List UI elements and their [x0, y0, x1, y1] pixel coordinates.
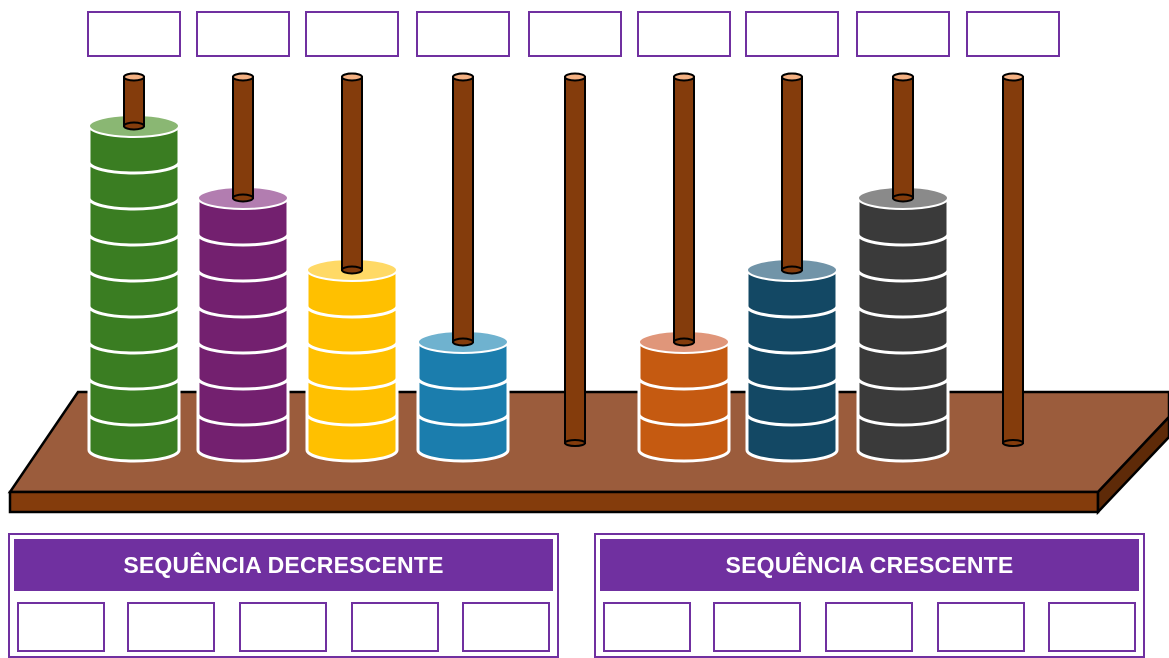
rod-hole [673, 337, 695, 347]
gray-bead-icon [856, 268, 950, 319]
rod-shaft-visible [232, 76, 254, 199]
decreasing-slot-1[interactable] [17, 602, 105, 652]
purple-bead-icon [196, 376, 290, 427]
purple-bead-icon [196, 232, 290, 283]
rod-shaft-visible [341, 76, 363, 271]
abacus-base-top [7, 390, 1169, 494]
rod-cap [673, 72, 695, 82]
answer-box-6[interactable] [637, 11, 731, 57]
rod-shaft-visible [892, 76, 914, 199]
rod-hole [341, 265, 363, 275]
answer-box-8[interactable] [856, 11, 950, 57]
green-bead-icon [87, 340, 181, 391]
green-bead-icon [87, 160, 181, 211]
rod-cap [564, 72, 586, 82]
rod-base [1002, 439, 1024, 447]
gray-bead-icon [856, 376, 950, 427]
rod-cap [452, 72, 474, 82]
rod-shaft-visible [781, 76, 803, 271]
orange-bead-icon [637, 412, 731, 463]
rod-shaft-visible [123, 76, 145, 127]
yellow-bead-icon [305, 304, 399, 355]
increasing-slot-2[interactable] [713, 602, 801, 652]
rod-hole [781, 265, 803, 275]
answer-box-1[interactable] [87, 11, 181, 57]
rod-9 [1002, 72, 1024, 447]
increasing-slot-4[interactable] [937, 602, 1025, 652]
increasing-slot-5[interactable] [1048, 602, 1136, 652]
rod-hole [123, 121, 145, 131]
decreasing-slot-3[interactable] [239, 602, 327, 652]
rod-hole [452, 337, 474, 347]
rod-5 [564, 72, 586, 447]
blue-bead-icon [416, 376, 510, 427]
gray-bead-icon [856, 186, 950, 247]
rod-1 [87, 72, 181, 463]
rod-6 [637, 72, 731, 463]
decreasing-sequence-title: SEQUÊNCIA DECRESCENTE [14, 539, 553, 591]
navy-bead-icon [745, 412, 839, 463]
rod-cap [341, 72, 363, 82]
gray-bead-icon [856, 412, 950, 463]
decreasing-sequence-panel: SEQUÊNCIA DECRESCENTE [8, 533, 559, 658]
answer-box-7[interactable] [745, 11, 839, 57]
rod-hole [232, 193, 254, 203]
answer-box-2[interactable] [196, 11, 290, 57]
rod-cap [232, 72, 254, 82]
answer-box-5[interactable] [528, 11, 622, 57]
yellow-bead-icon [305, 258, 399, 319]
orange-bead-icon [637, 376, 731, 427]
rod-base [564, 439, 586, 447]
rod-hole [892, 193, 914, 203]
rod-3 [305, 72, 399, 463]
rod-8 [856, 72, 950, 463]
rod-shaft [564, 76, 586, 444]
gray-bead-icon [856, 232, 950, 283]
decreasing-slot-5[interactable] [462, 602, 550, 652]
rod-cap [781, 72, 803, 82]
answer-box-3[interactable] [305, 11, 399, 57]
answer-box-4[interactable] [416, 11, 510, 57]
purple-bead-icon [196, 340, 290, 391]
rod-cap [892, 72, 914, 82]
navy-bead-icon [745, 340, 839, 391]
yellow-bead-icon [305, 340, 399, 391]
yellow-bead-icon [305, 412, 399, 463]
rod-2 [196, 72, 290, 463]
green-bead-icon [87, 196, 181, 247]
abacus-base-front [8, 490, 1100, 514]
green-bead-icon [87, 268, 181, 319]
abacus-base-side [1096, 415, 1169, 516]
blue-bead-icon [416, 412, 510, 463]
yellow-bead-icon [305, 376, 399, 427]
decreasing-slot-2[interactable] [127, 602, 215, 652]
rod-cap [1002, 72, 1024, 82]
increasing-sequence-title: SEQUÊNCIA CRESCENTE [600, 539, 1139, 591]
rod-7 [745, 72, 839, 463]
rod-shaft [1002, 76, 1024, 444]
purple-bead-icon [196, 268, 290, 319]
rod-shaft-visible [673, 76, 695, 343]
answer-box-9[interactable] [966, 11, 1060, 57]
increasing-slot-1[interactable] [603, 602, 691, 652]
navy-bead-icon [745, 376, 839, 427]
gray-bead-icon [856, 340, 950, 391]
green-bead-icon [87, 304, 181, 355]
navy-bead-icon [745, 304, 839, 355]
green-bead-icon [87, 376, 181, 427]
orange-bead-icon [637, 330, 731, 391]
increasing-sequence-panel: SEQUÊNCIA CRESCENTE [594, 533, 1145, 658]
purple-bead-icon [196, 304, 290, 355]
green-bead-icon [87, 412, 181, 463]
increasing-slot-3[interactable] [825, 602, 913, 652]
rod-cap [123, 72, 145, 82]
rod-4 [416, 72, 510, 463]
purple-bead-icon [196, 412, 290, 463]
green-bead-icon [87, 232, 181, 283]
gray-bead-icon [856, 304, 950, 355]
rod-shaft-visible [452, 76, 474, 343]
decreasing-slot-4[interactable] [351, 602, 439, 652]
